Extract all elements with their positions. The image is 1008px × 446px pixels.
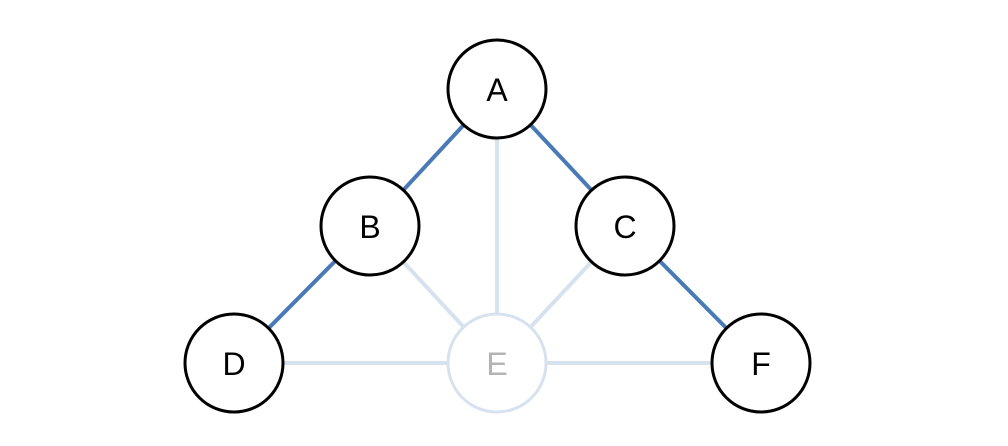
node-d: D (183, 312, 285, 414)
node-circle-d (183, 312, 285, 414)
node-label-b: B (359, 209, 380, 245)
node-label-c: C (613, 209, 636, 245)
node-circle-c (574, 175, 676, 277)
node-label-d: D (222, 346, 245, 382)
node-c: C (574, 175, 676, 277)
node-a: A (446, 38, 548, 140)
nodes-layer: A B C D E F (183, 38, 812, 414)
node-e: E (446, 312, 548, 414)
node-circle-a (446, 38, 548, 140)
node-label-f: F (751, 346, 771, 382)
node-circle-e (446, 312, 548, 414)
node-f: F (710, 312, 812, 414)
node-b: B (319, 175, 421, 277)
node-circle-f (710, 312, 812, 414)
node-label-a: A (486, 72, 508, 108)
node-circle-b (319, 175, 421, 277)
node-label-e: E (486, 346, 507, 382)
